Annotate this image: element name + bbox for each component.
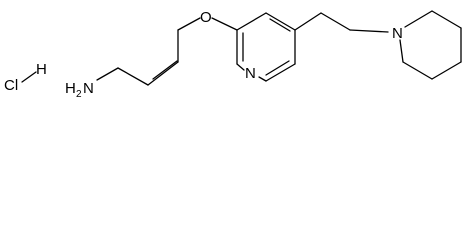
bond-ch2-n: [320, 12, 351, 31]
pip-bond-c2-c3: [431, 10, 462, 29]
pip-bond-n-c2: [404, 10, 433, 28]
pip-bond-c4-c5: [431, 61, 462, 80]
double-bond-c2-c3-inner: [152, 60, 178, 80]
structure-diagram: Cl H H 2 N O N N: [4, 9, 462, 99]
amine-group: H 2 N: [65, 80, 94, 99]
bond-c4-o: [177, 17, 201, 31]
piperidine-nitrogen-label: N: [392, 25, 403, 42]
h-cl-bond: [21, 71, 37, 83]
bond-ring-ch2: [294, 12, 322, 31]
ring-bond-c2-c3: [236, 12, 267, 31]
bond-c1-c2: [117, 67, 149, 86]
bond-o-pyridine: [211, 17, 238, 31]
chlorine-label: Cl: [4, 77, 18, 94]
butenyl-chain: [96, 17, 201, 86]
ring-bond-c3-c4: [265, 12, 296, 31]
ring-double-c5-c6: [265, 60, 290, 76]
ring-double-c3-c4: [269, 18, 291, 32]
double-bond-c2-c3: [147, 61, 179, 86]
hydrochloride-salt: Cl H: [4, 61, 47, 94]
ether-oxygen-label: O: [200, 9, 212, 26]
ring-bond-n-c2: [236, 63, 245, 71]
piperidine-ring: N: [349, 10, 462, 80]
ring-bond-c5-c6: [265, 63, 296, 82]
pip-bond-c5-c6: [402, 61, 433, 80]
amine-hydrogen-label: H: [65, 80, 76, 97]
amine-subscript: 2: [76, 89, 82, 99]
pip-bond-c6-n: [399, 39, 404, 63]
ring-bond-c6-n: [258, 76, 267, 82]
amine-nitrogen-label: N: [83, 80, 94, 97]
bond-linker-n: [349, 29, 389, 33]
pyridine-nitrogen-label: N: [245, 65, 256, 82]
pyridine-ring: N: [236, 12, 296, 82]
bond-n-c1: [96, 67, 119, 81]
salt-hydrogen-label: H: [36, 61, 47, 78]
